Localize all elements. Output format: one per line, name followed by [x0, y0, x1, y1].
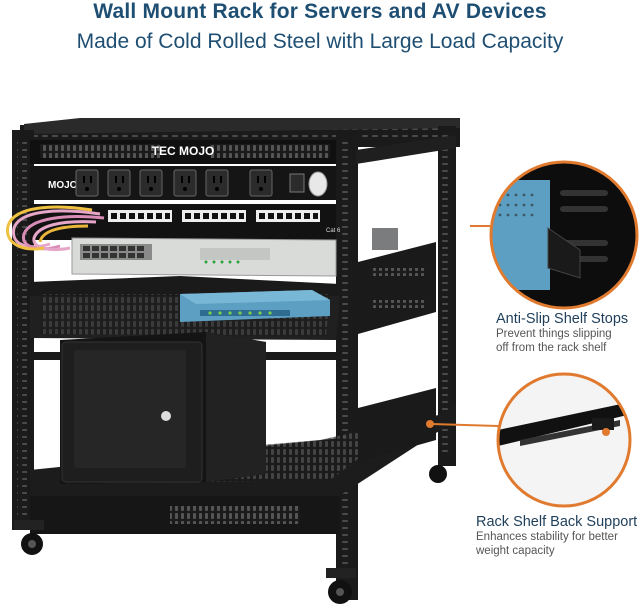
callout-description: off from the rack shelf	[496, 342, 607, 354]
patch-panel: Cat 6	[30, 204, 341, 240]
page-title: Wall Mount Rack for Servers and AV Devic…	[93, 0, 547, 23]
router-device	[180, 290, 330, 322]
patch-label: Cat 6	[326, 228, 341, 234]
callout-back-support: Rack Shelf Back Support Enhances stabili…	[476, 514, 640, 558]
callout-zoom-shelf-stops	[470, 160, 639, 310]
callout-description: Prevent things slipping	[496, 328, 612, 340]
casters	[14, 465, 447, 604]
callout-shelf-stops: Anti-Slip Shelf Stops Prevent things sli…	[496, 311, 636, 355]
server-tower	[60, 332, 266, 484]
callout-title: Rack Shelf Back Support	[476, 514, 638, 530]
top-logo: TEC MOJO	[152, 144, 215, 158]
network-switch	[71, 237, 337, 277]
network-cables	[6, 205, 105, 252]
pdu-logo: MOJO	[48, 180, 78, 191]
modem-device	[372, 228, 398, 250]
callout-zoom-back-support	[431, 372, 632, 508]
callout-description: weight capacity	[476, 545, 555, 557]
page-subtitle: Made of Cold Rolled Steel with Large Loa…	[76, 30, 564, 53]
callout-title: Anti-Slip Shelf Stops	[496, 311, 629, 327]
power-strip: MOJO	[30, 166, 336, 200]
callout-description: Enhances stability for better	[476, 531, 618, 543]
top-panel: TEC MOJO	[30, 140, 336, 164]
